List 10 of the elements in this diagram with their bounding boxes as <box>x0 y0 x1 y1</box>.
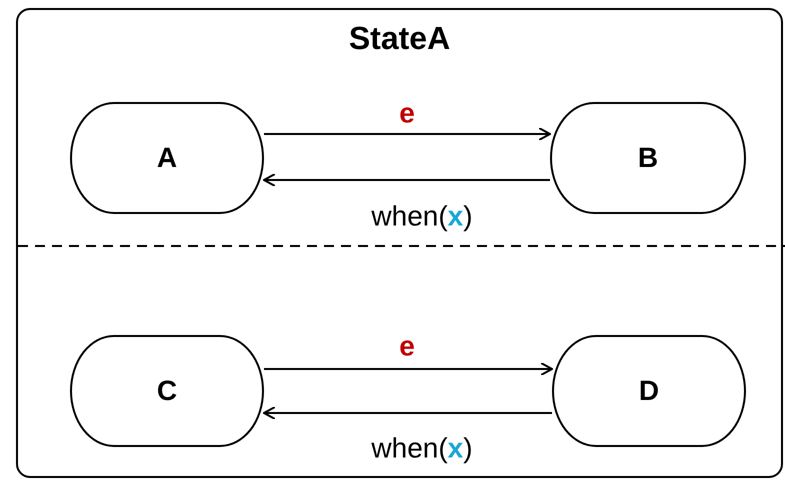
arrow <box>263 173 550 187</box>
state-name: C <box>156 375 178 407</box>
arrow <box>264 362 553 376</box>
state-name: B <box>638 142 658 174</box>
state-name: A <box>156 142 178 174</box>
arrow <box>264 127 551 141</box>
arrow <box>263 406 552 420</box>
state-title: StateA <box>348 20 450 57</box>
composite-state-box <box>16 8 783 478</box>
state-name: D <box>638 375 660 407</box>
